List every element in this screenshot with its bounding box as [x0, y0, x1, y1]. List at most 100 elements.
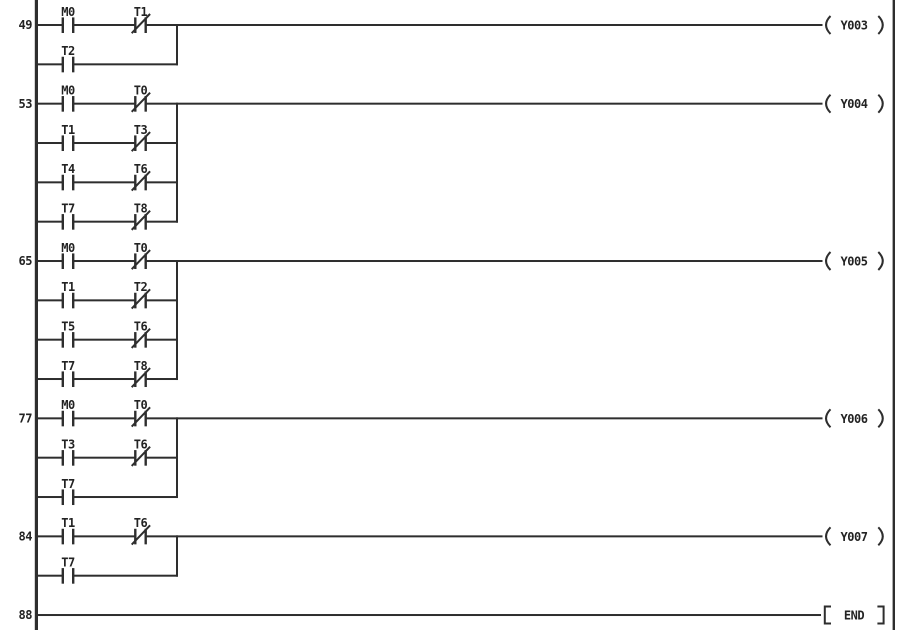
contact-label: M0 — [61, 398, 75, 412]
contact-label: T3 — [61, 437, 75, 451]
output-coil[interactable]: Y004 — [825, 93, 884, 114]
contact-label: T1 — [61, 280, 75, 294]
contact[interactable]: T7 — [61, 359, 75, 388]
contact-pole-right — [72, 332, 75, 348]
contact-pole-right — [72, 135, 75, 152]
contact[interactable]: M0 — [61, 398, 75, 427]
contact-label: T7 — [61, 477, 75, 491]
contact-pole-right — [144, 135, 147, 152]
contact-label: M0 — [61, 241, 75, 255]
contact-pole-left — [134, 135, 137, 152]
nc-slash — [130, 13, 151, 34]
rung-line — [37, 417, 823, 420]
contact-pole-left — [61, 292, 64, 309]
output-coil[interactable]: Y007 — [825, 526, 884, 547]
contact-pole-right — [144, 450, 147, 466]
contact[interactable]: T4 — [61, 162, 75, 191]
nc-slash — [130, 288, 151, 310]
contact-gap — [64, 337, 72, 342]
contact-gap — [64, 140, 72, 146]
contact-pole-right — [144, 410, 147, 427]
contact[interactable]: T1 — [61, 280, 75, 309]
contact-gap — [64, 298, 72, 303]
rung-line — [37, 496, 178, 499]
contact-label: T1 — [61, 516, 75, 530]
contact-label: T3 — [134, 123, 148, 137]
contact-pole-left — [61, 568, 64, 584]
contact-pole-right — [72, 292, 75, 309]
contact[interactable]: T1 — [61, 516, 75, 545]
rung-line — [37, 142, 178, 145]
rung-line — [37, 614, 821, 617]
output-coil[interactable]: Y003 — [825, 15, 884, 35]
contact[interactable]: M0 — [61, 241, 75, 270]
nc-slash — [130, 367, 151, 388]
contact-pole-right — [72, 56, 75, 73]
instruction-open-bracket — [823, 605, 831, 625]
contact[interactable]: T1 — [61, 123, 75, 152]
rung-line — [37, 378, 178, 381]
contact-pole-left — [61, 450, 64, 466]
left-power-rail — [34, 0, 38, 630]
rung-line — [37, 260, 823, 263]
contact[interactable]: M0 — [61, 83, 75, 112]
contact-pole-left — [134, 410, 137, 427]
contact-pole-left — [61, 332, 64, 348]
contact[interactable]: T5 — [61, 319, 75, 348]
contact-pole-right — [72, 450, 75, 466]
contact-pole-right — [72, 371, 75, 388]
contact-label: M0 — [61, 5, 75, 19]
output-coil[interactable]: Y005 — [825, 251, 884, 271]
contact[interactable]: T2 — [61, 44, 75, 73]
contact-label: T0 — [134, 398, 148, 412]
contact-pole-left — [61, 253, 64, 270]
contact-label: T6 — [134, 516, 148, 530]
instruction-label: END — [844, 608, 864, 622]
contact[interactable]: M0 — [61, 5, 75, 33]
contact-pole-left — [134, 174, 137, 191]
contact[interactable]: T7 — [61, 477, 75, 506]
contact-label: T8 — [134, 359, 148, 373]
coil-close-arc — [877, 93, 884, 114]
contact-gap — [64, 62, 72, 67]
contact-label: T7 — [61, 555, 75, 569]
contact-gap — [64, 101, 72, 106]
output-coil[interactable]: Y006 — [825, 408, 884, 429]
contact-pole-right — [144, 214, 147, 230]
step-number: 49 — [19, 18, 33, 32]
contact[interactable]: T3 — [61, 437, 75, 466]
contact[interactable]: T7 — [61, 201, 75, 230]
contact-pole-left — [134, 214, 137, 230]
coil-label: Y003 — [841, 18, 868, 32]
contact[interactable]: T7 — [61, 555, 75, 584]
contact-label: T1 — [61, 123, 75, 137]
step-number: 84 — [19, 530, 33, 544]
coil-close-arc — [877, 408, 884, 429]
contact-pole-left — [61, 17, 64, 33]
rung-line — [37, 299, 178, 302]
coil-label: Y006 — [841, 412, 868, 426]
branch-join-line — [176, 102, 178, 223]
contact-pole-left — [134, 292, 137, 309]
nc-slash — [130, 131, 151, 152]
contact-gap — [64, 573, 72, 578]
contact-pole-right — [144, 332, 147, 348]
nc-slash — [130, 445, 151, 467]
contact-pole-right — [144, 528, 147, 545]
coil-label: Y007 — [841, 530, 868, 544]
contact-pole-left — [134, 96, 137, 112]
coil-open-arc — [825, 251, 832, 271]
contact-label: T0 — [134, 83, 148, 97]
contact-pole-left — [134, 253, 137, 270]
output-instruction[interactable]: END — [823, 605, 885, 625]
coil-close-arc — [877, 526, 884, 547]
contact-pole-right — [72, 489, 75, 506]
rung-line — [37, 456, 178, 459]
contact-gap — [64, 219, 72, 224]
